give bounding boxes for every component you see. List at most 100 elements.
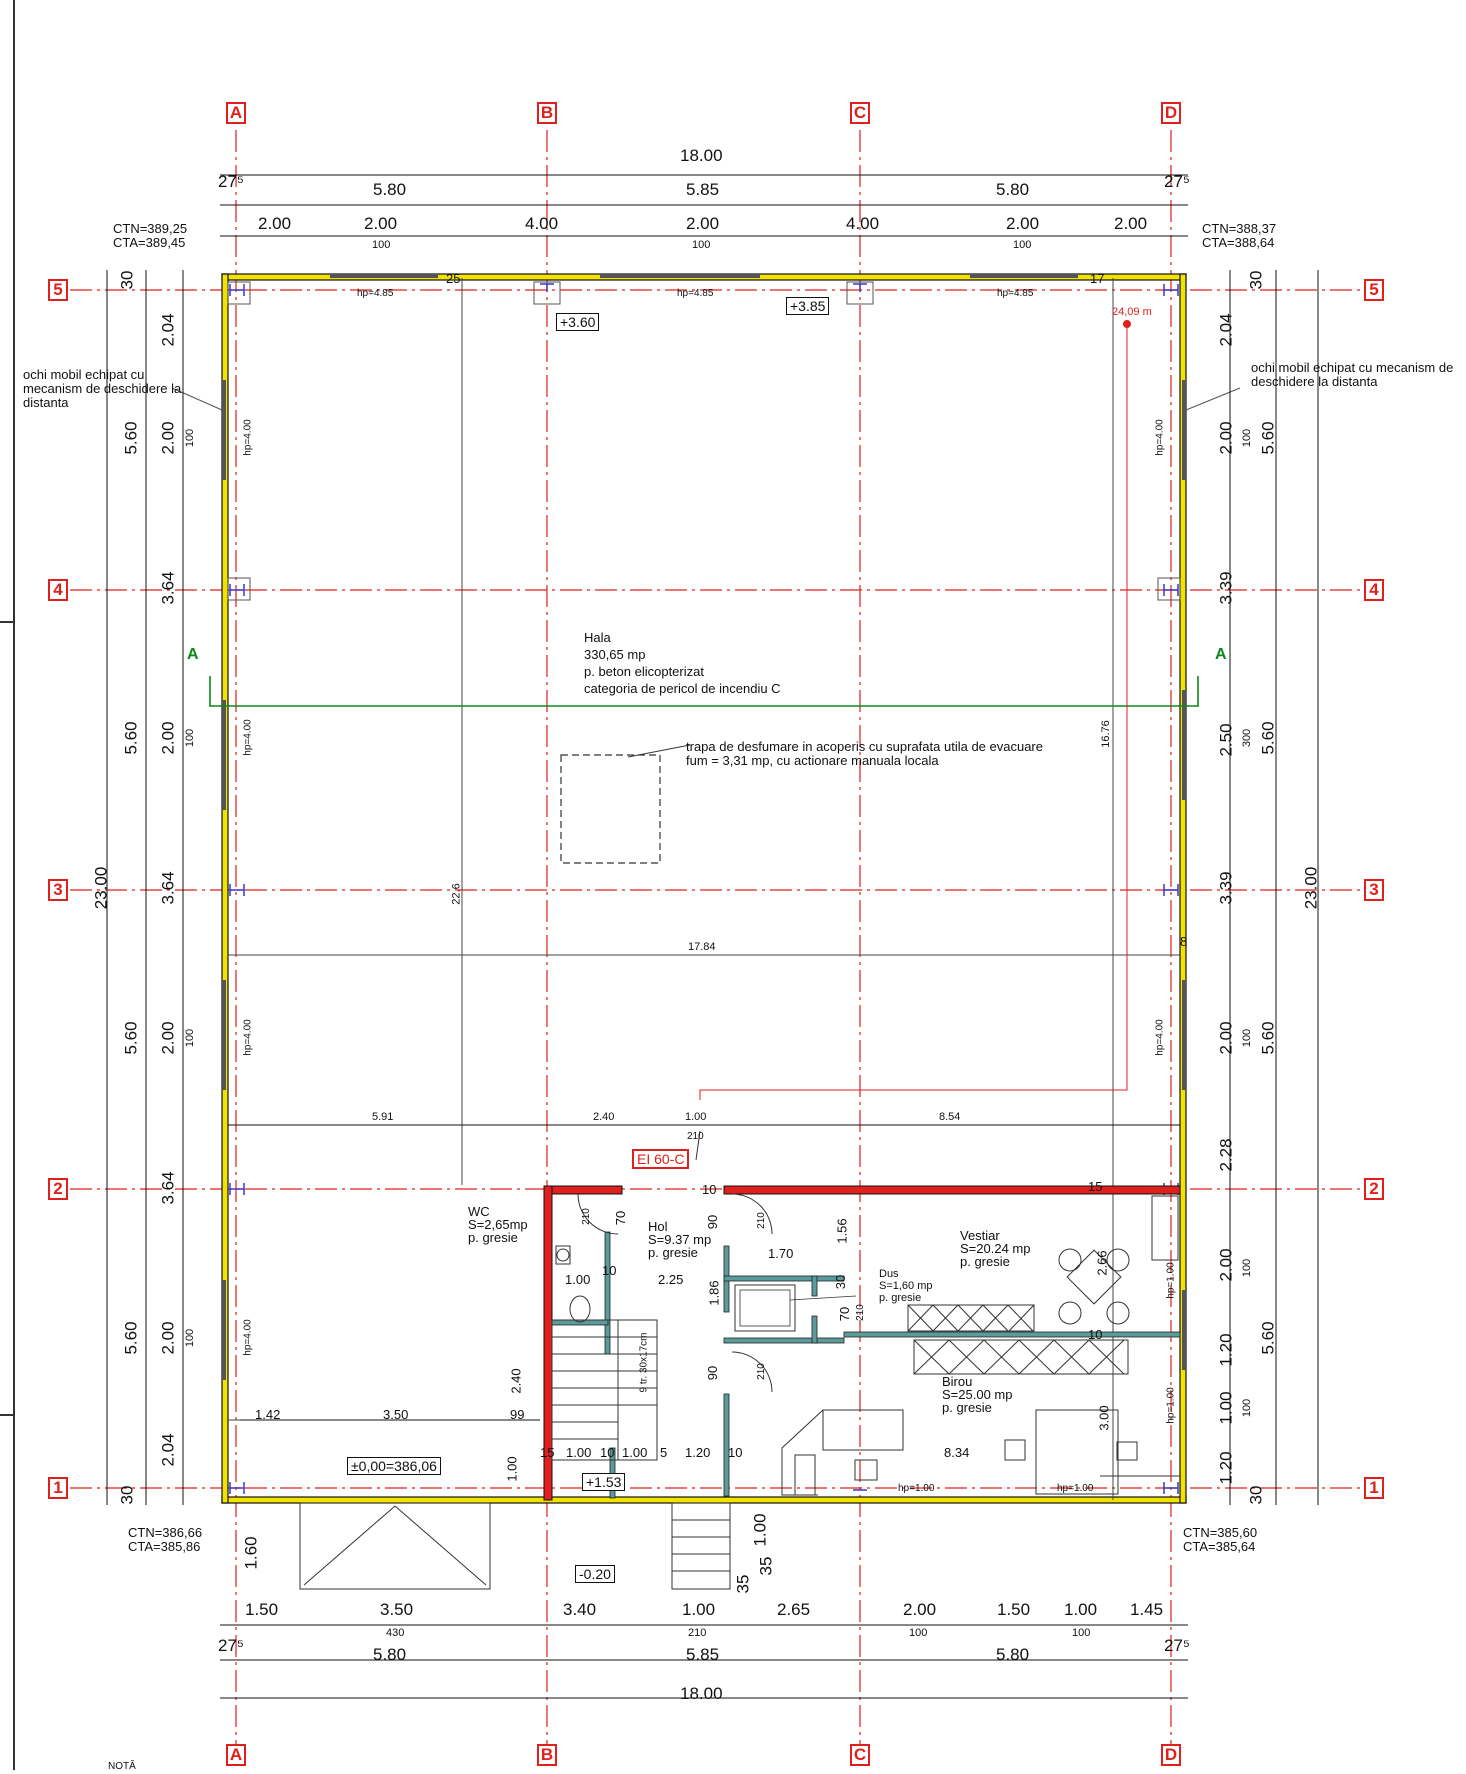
hall-fire-category: categoria de pericol de incendiu C — [584, 681, 781, 696]
dim-bottom-opening-9: 1.45 — [1130, 1600, 1164, 1619]
dim-bottom-opening-5: 2.65 — [777, 1600, 811, 1619]
dim-right-inner-11: 1.20 — [1216, 1451, 1236, 1485]
hall-depth: 22.6 — [450, 883, 463, 905]
level-cta-se: CTA=385,64 — [1183, 1539, 1256, 1554]
dim-left-inner-4: 2.00 — [158, 1021, 178, 1055]
dim-top-opening-5: 4.00 — [846, 214, 880, 233]
level-plus-153: +1.53 — [582, 1473, 626, 1491]
dim-right-inner-6: 2.00 — [1216, 1021, 1236, 1055]
level-ctn-nw: CTN=389,25 — [113, 221, 188, 236]
hp-400-left-4: hp=4.00 — [242, 1319, 254, 1356]
dim-top-bay-1: 5.80 — [373, 180, 407, 199]
int-dim-186: 1.86 — [706, 1280, 722, 1306]
int-dim-170: 1.70 — [768, 1246, 794, 1261]
dim-bottom-sub-3: 100 — [909, 1627, 928, 1639]
room-vestiar-area: S=20.24 mp — [960, 1241, 1031, 1256]
room-dus-name: Dus — [879, 1268, 899, 1280]
int-dim-210-wc: 210 — [580, 1208, 592, 1225]
bot-dim-834: 8.34 — [944, 1445, 970, 1460]
int-dim-8: 8 — [1180, 934, 1188, 949]
footer-note: NOTĂ — [108, 1761, 136, 1772]
dim-left-outer-5: 3.64 — [158, 871, 178, 905]
dim-right-inner-9: 1.20 — [1216, 1333, 1236, 1367]
dim-left-inner-2: 2.00 — [158, 421, 178, 455]
dim-right-outer-1: 30 — [1246, 270, 1266, 290]
dim-left-inner-7: 2.00 — [158, 1321, 178, 1355]
level-minus-020: -0.20 — [575, 1565, 615, 1583]
room-hol-floor: p. gresie — [648, 1245, 698, 1260]
dim-left-outer-4: 5.60 — [121, 721, 141, 755]
fire-door-label: EI 60-C — [632, 1149, 690, 1169]
dim-right-inner-7: 2.28 — [1216, 1138, 1236, 1172]
int-dim-266: 2.66 — [1094, 1250, 1110, 1276]
dim-left-inner-6: 5.60 — [121, 1321, 141, 1355]
dim-right-sub-5: 100 — [1241, 1398, 1254, 1418]
int-dim-30-dus: 30 — [833, 1274, 849, 1290]
hp-485-3: hp=4.85 — [997, 288, 1034, 299]
int-dim-25: 25 — [446, 271, 461, 286]
room-hol-area: S=9.37 mp — [648, 1232, 712, 1247]
int-dim-90-hol: 90 — [705, 1214, 721, 1230]
dim-top-opening-6: 2.00 — [1006, 214, 1040, 233]
hp-100-bottom-1: hp=1.00 — [898, 1483, 935, 1494]
dim-left-outer-7: 30 — [117, 1485, 137, 1505]
level-cta-nw: CTA=389,45 — [113, 235, 186, 250]
level-zero: ±0,00=386,06 — [347, 1457, 441, 1475]
dim-bottom-sub-2: 210 — [688, 1627, 707, 1639]
axis-bubble-A-top: A — [226, 102, 246, 124]
dim-bottom-end-left: 27⁵ — [218, 1636, 244, 1655]
int-dim-210-dus: 210 — [854, 1304, 866, 1321]
int-dim-2: 2.40 — [593, 1111, 615, 1123]
room-birou-floor: p. gresie — [942, 1400, 992, 1415]
dim-bottom-opening-4: 1.00 — [682, 1600, 716, 1619]
dim-right-overall: 23.00 — [1301, 866, 1321, 910]
dim-left-inner-8: 2.04 — [158, 1433, 178, 1467]
smoke-hatch — [560, 754, 661, 864]
bot-dim-10-b: 10 — [728, 1445, 743, 1460]
dim-left-sub-3: 100 — [184, 1028, 197, 1048]
dim-top-end-right: 27⁵ — [1164, 172, 1190, 191]
ext-dim-35-b: 35 — [733, 1574, 753, 1594]
bot-dim-100-b: 1.00 — [622, 1445, 648, 1460]
dim-top-sub-3: 100 — [1013, 239, 1032, 251]
dim-bottom-bay-2: 5.85 — [686, 1645, 720, 1664]
ext-dim-160: 1.60 — [241, 1536, 261, 1570]
hp-400-right-2: hp=4.00 — [1154, 1019, 1166, 1056]
int-dim-3: 1.00 — [685, 1111, 707, 1123]
note-window-right: ochi mobil echipat cu mecanism de deschi… — [1251, 360, 1454, 389]
bot-dim-350: 3.50 — [383, 1407, 409, 1422]
dim-bottom-sub-1: 430 — [386, 1627, 405, 1639]
int-dim-10-b: 10 — [602, 1263, 617, 1278]
hp-100-bottom-2: hp=1.00 — [1057, 1483, 1094, 1494]
int-dim-210-birou: 210 — [755, 1363, 767, 1380]
dim-top-opening-2: 2.00 — [364, 214, 398, 233]
dim-right-outer-4: 5.60 — [1258, 1021, 1278, 1055]
dim-right-outer-2: 5.60 — [1258, 421, 1278, 455]
bot-dim-5: 5 — [660, 1445, 668, 1460]
hp-485-2: hp=4.85 — [677, 288, 714, 299]
level-cta-ne: CTA=388,64 — [1202, 235, 1275, 250]
grid-axes — [70, 130, 1362, 1755]
ramp-length: 16.76 — [1099, 720, 1112, 748]
bot-dim-100-c: 1.00 — [504, 1456, 520, 1482]
axis-bubble-B-bottom: B — [537, 1744, 557, 1766]
section-marker-left: A — [187, 646, 199, 663]
hall-width: 17.84 — [688, 941, 716, 953]
dim-left-sub-4: 100 — [184, 1328, 197, 1348]
note-window-left: ochi mobil echipat cu mecanism de deschi… — [23, 367, 182, 410]
dim-top-opening-7: 2.00 — [1114, 214, 1148, 233]
dim-left-outer-3: 3.64 — [158, 571, 178, 605]
hp-400-left-1: hp=4.00 — [242, 419, 254, 456]
int-dim-210-hol: 210 — [755, 1212, 767, 1229]
dim-right-outer-3: 5.60 — [1258, 721, 1278, 755]
dim-left-outer-6: 5.60 — [121, 1021, 141, 1055]
dim-right-inner-2: 2.00 — [1216, 421, 1236, 455]
dim-bottom-opening-7: 1.50 — [997, 1600, 1031, 1619]
int-dim-10-a: 10 — [702, 1182, 717, 1197]
dim-left-outer-1: 30 — [117, 270, 137, 290]
room-wc-floor: p. gresie — [468, 1230, 518, 1245]
int-dim-70-wc: 70 — [613, 1210, 629, 1226]
dim-right-sub-4: 100 — [1241, 1258, 1254, 1278]
dim-bottom-opening-3: 3.40 — [563, 1600, 597, 1619]
